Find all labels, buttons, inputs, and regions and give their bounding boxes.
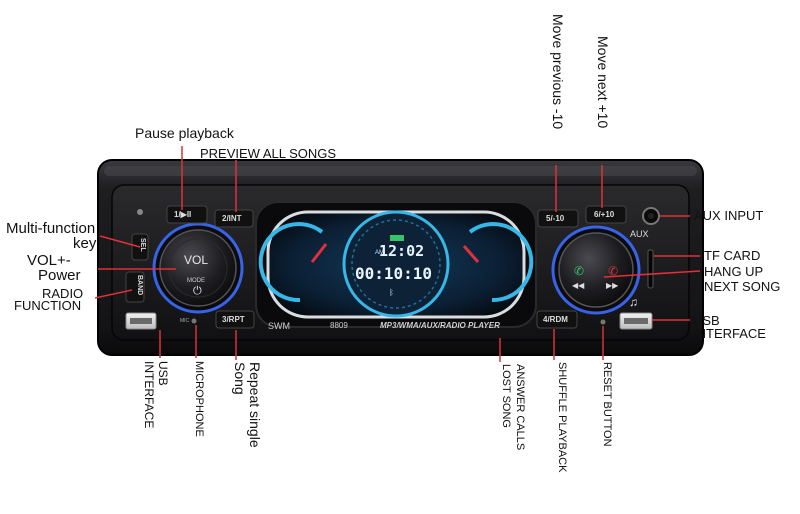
battery-icon — [390, 235, 404, 241]
display-time: 12:02 — [379, 242, 425, 260]
bluetooth-icon: ᛒ — [389, 288, 394, 297]
phone-hangup-icon: ✆ — [608, 264, 619, 278]
label-usb-right: USB — [693, 313, 720, 328]
aux-label: AUX — [630, 229, 649, 239]
label-hang-up: HANG UP — [704, 264, 764, 279]
label-key: key — [73, 235, 97, 252]
label-move-prev: Move previous -10 — [550, 14, 566, 130]
brand-label: SWM — [268, 321, 290, 331]
label-interface-left: INTERFACE — [142, 361, 156, 429]
phone-answer-icon: ✆ — [574, 264, 585, 278]
button-5 — [537, 209, 579, 228]
label-song: Song — [232, 362, 248, 395]
mic-hole — [191, 318, 197, 324]
band-label[interactable]: BAND — [136, 275, 143, 296]
label-next-song: NEXT SONG — [704, 279, 781, 294]
model-label: 8809 — [330, 321, 348, 330]
button-2-label[interactable]: 2/INT — [222, 214, 242, 223]
display-panel — [255, 201, 537, 328]
label-tf-card: TF CARD — [704, 248, 761, 263]
label-reset: RESET BUTTON — [601, 362, 613, 447]
button-5-label[interactable]: 5/-10 — [546, 214, 565, 223]
button-3-label[interactable]: 3/RPT — [222, 315, 245, 324]
label-repeat: Repeat single — [247, 362, 263, 448]
label-pause: Pause playback — [135, 125, 234, 141]
button-3 — [215, 310, 255, 329]
music-note-icon: ♫ — [629, 295, 638, 309]
display-counter: 00:10:10 — [355, 264, 433, 283]
tf-slot — [647, 249, 654, 289]
label-power: Power — [38, 267, 81, 284]
label-radio: RADIO — [42, 286, 84, 301]
label-vol: VOL+- — [27, 252, 71, 269]
knob-vol-label: VOL — [184, 253, 209, 267]
label-shuffle: SHUFFLE PLAYBACK — [556, 362, 568, 473]
prev-icon: ◀◀ — [572, 281, 585, 290]
sel-label[interactable]: SEL — [139, 238, 146, 252]
button-4-label[interactable]: 4/RDM — [543, 315, 568, 324]
label-aux-input: AUX INPUT — [694, 208, 764, 223]
label-function: FUNCTION — [14, 298, 82, 313]
label-preview: PREVIEW ALL SONGS — [200, 146, 337, 161]
label-usb-left: USB — [156, 361, 170, 386]
leader-lines — [94, 146, 701, 362]
button-1 — [166, 205, 208, 224]
volume-knob[interactable] — [152, 222, 244, 314]
label-interface-right: INTERFACE — [693, 326, 766, 341]
next-icon: ▶▶ — [606, 281, 619, 290]
player-caption: MP3/WMA/AUX/RADIO PLAYER — [380, 321, 500, 330]
reset-hole — [600, 319, 606, 325]
mic-label: MIC — [180, 318, 190, 324]
label-lost-song: LOST SONG — [500, 364, 512, 428]
label-move-next: Move next +10 — [595, 36, 611, 129]
button-6 — [585, 205, 627, 224]
button-6-label[interactable]: 6/+10 — [594, 210, 615, 219]
label-microphone: MICROPHONE — [193, 361, 205, 437]
button-4 — [536, 310, 578, 329]
knob-mode-label: MODE — [187, 278, 205, 284]
tuning-knob[interactable] — [551, 225, 641, 315]
label-multi: Multi-function — [6, 220, 96, 237]
am-label: AM — [375, 250, 384, 256]
power-icon: ⏻ — [193, 285, 202, 297]
button-1-label[interactable]: 1/▶II — [174, 210, 192, 219]
label-answer-calls: ANSWER CALLS — [514, 364, 526, 451]
button-2 — [214, 209, 254, 228]
band-button — [125, 271, 145, 303]
